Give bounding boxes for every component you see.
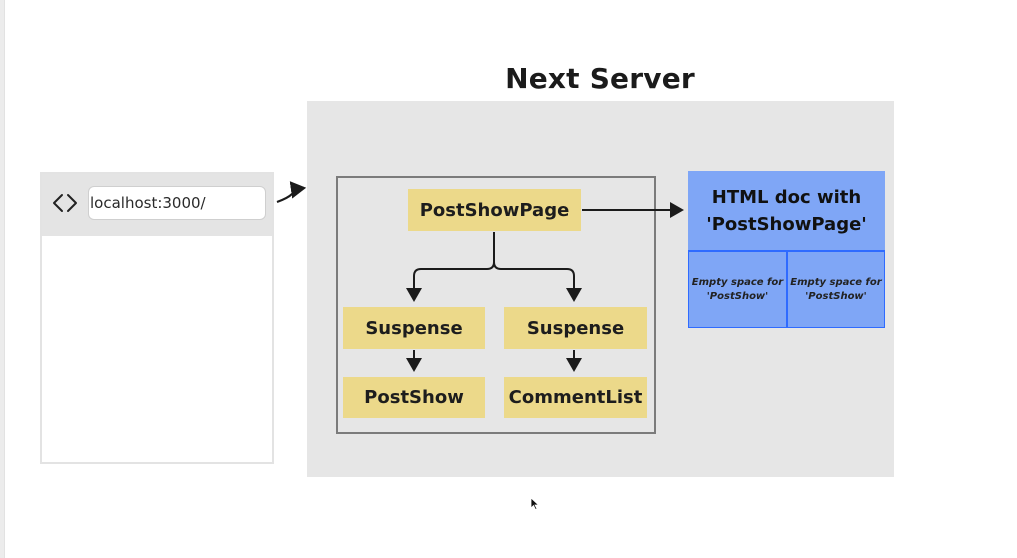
node-postshow: PostShow bbox=[343, 377, 485, 418]
html-document: HTML doc with 'PostShowPage' Empty space… bbox=[688, 171, 885, 328]
page-branch-connector-right bbox=[493, 261, 582, 302]
browser-window: localhost:3000/ bbox=[40, 172, 274, 464]
browser-to-server-arrow bbox=[276, 181, 307, 204]
node-commentlist: CommentList bbox=[504, 377, 647, 418]
html-doc-slot-right: Empty space for 'PostShow' bbox=[788, 252, 884, 327]
html-doc-slot-left: Empty space for 'PostShow' bbox=[689, 252, 786, 327]
diagram-title: Next Server bbox=[505, 62, 695, 95]
component-tree-frame bbox=[336, 176, 656, 434]
page-branch-connector bbox=[406, 232, 495, 302]
node-postshowpage: PostShowPage bbox=[408, 189, 581, 231]
mouse-pointer-icon bbox=[530, 496, 540, 515]
node-suspense-left: Suspense bbox=[343, 307, 485, 349]
browser-address-bar: localhost:3000/ bbox=[42, 174, 272, 236]
code-brackets-icon bbox=[52, 193, 80, 217]
node-suspense-right: Suspense bbox=[504, 307, 647, 349]
html-doc-title: HTML doc with 'PostShowPage' bbox=[688, 171, 885, 250]
url-input[interactable]: localhost:3000/ bbox=[88, 186, 266, 220]
canvas-left-edge bbox=[0, 0, 5, 558]
